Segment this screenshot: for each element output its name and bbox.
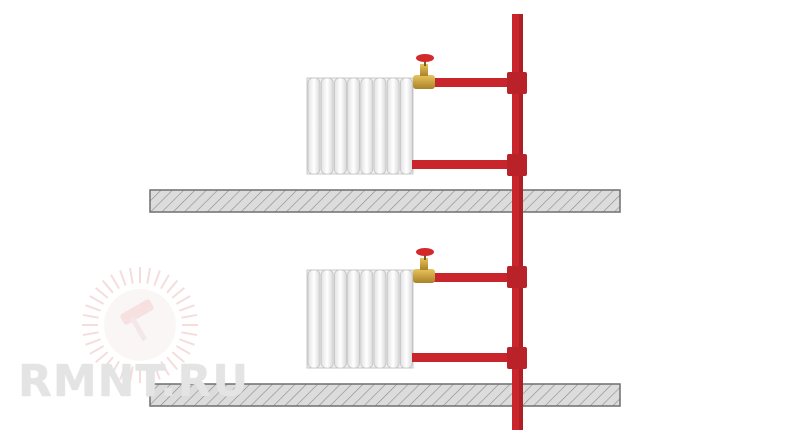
tee-fitting xyxy=(507,154,527,176)
tee-fitting xyxy=(507,72,527,94)
radiator-section xyxy=(307,269,321,369)
radiator-section xyxy=(333,77,347,175)
floor-slab-upper xyxy=(149,189,621,213)
radiator-lower xyxy=(306,269,414,369)
radiator-section xyxy=(333,269,347,369)
valve-icon xyxy=(413,248,435,283)
return-pipe-upper xyxy=(412,160,516,169)
radiator-section xyxy=(373,269,387,369)
radiator-section xyxy=(307,77,321,175)
radiator-section xyxy=(386,77,400,175)
radiator-section xyxy=(373,77,387,175)
radiator-section xyxy=(399,77,413,175)
radiator-section xyxy=(320,77,334,175)
radiator-upper xyxy=(306,77,414,175)
radiator-section xyxy=(347,269,361,369)
watermark-text: RMNT.RU xyxy=(18,356,250,407)
return-pipe-lower xyxy=(412,353,516,362)
radiator-section xyxy=(386,269,400,369)
tee-fitting xyxy=(507,266,527,288)
tee-fitting xyxy=(507,347,527,369)
radiator-section xyxy=(399,269,413,369)
floor-slab-lower xyxy=(149,383,621,407)
vertical-riser-pipe xyxy=(512,14,523,430)
supply-pipe-upper xyxy=(432,78,516,87)
valve-icon xyxy=(413,54,435,89)
radiator-section xyxy=(360,269,374,369)
radiator-section xyxy=(360,77,374,175)
paint-roller-logo-icon xyxy=(82,267,198,383)
radiator-section xyxy=(347,77,361,175)
supply-pipe-lower xyxy=(432,273,516,282)
radiator-section xyxy=(320,269,334,369)
